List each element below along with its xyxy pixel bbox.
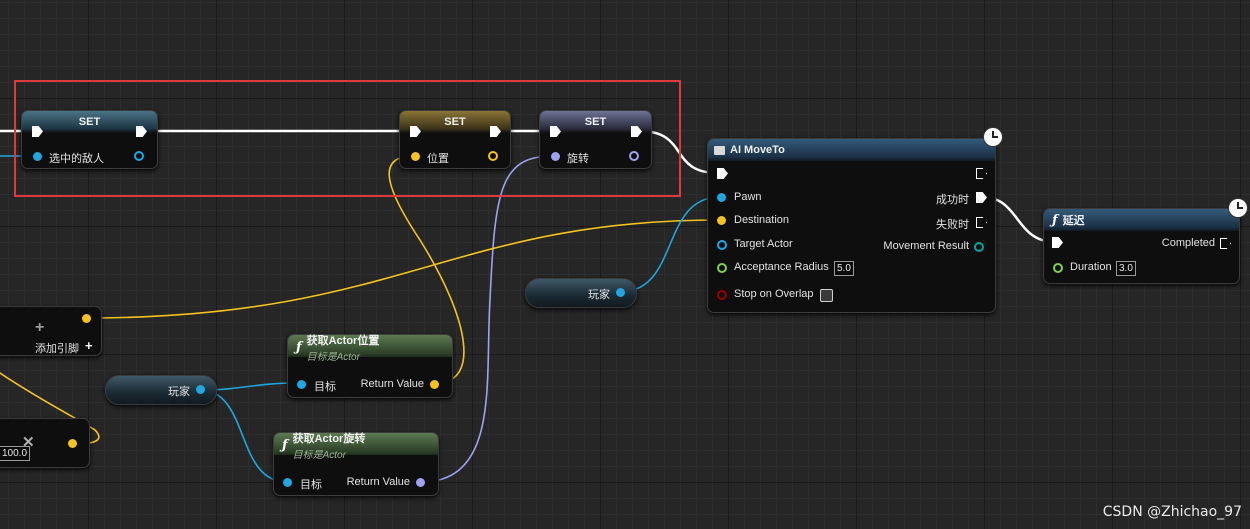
exec-in-pin[interactable]	[1052, 237, 1063, 248]
vector-input-pin[interactable]	[411, 152, 420, 161]
rotator-input-pin[interactable]	[551, 152, 560, 161]
pawn-pin[interactable]	[717, 193, 726, 202]
plus-icon: +	[35, 319, 45, 336]
exec-out-pin[interactable]	[631, 126, 642, 137]
get-actor-rotation-node[interactable]: ƒ 获取Actor旋转 目标是Actor 目标 Return Value	[273, 432, 439, 496]
get-rotation-subtitle: 目标是Actor	[292, 450, 346, 461]
object-input-pin[interactable]	[33, 152, 42, 161]
object-output-pin[interactable]	[134, 151, 144, 161]
acceptance-radius-pin[interactable]	[717, 263, 727, 273]
stop-on-overlap-label: Stop on Overlap	[734, 288, 814, 300]
pawn-label: Pawn	[734, 191, 762, 203]
latent-clock-icon	[984, 128, 1002, 146]
player-variable-node[interactable]: 玩家	[525, 278, 637, 308]
player-output-pin[interactable]	[196, 385, 205, 394]
acceptance-radius-input[interactable]: 5.0	[834, 261, 854, 276]
on-fail-exec-pin[interactable]	[976, 217, 987, 228]
get-actor-location-node[interactable]: ƒ 获取Actor位置 目标是Actor 目标 Return Value	[287, 334, 453, 398]
vector-output-pin[interactable]	[82, 314, 91, 323]
return-value-pin[interactable]	[430, 380, 439, 389]
rotator-output-pin[interactable]	[629, 151, 639, 161]
set-node-title: SET	[540, 111, 651, 133]
exec-in-pin[interactable]	[32, 126, 43, 137]
set-node-rotation[interactable]: SET 旋转	[539, 110, 652, 169]
set-pin-label: 位置	[427, 153, 449, 165]
get-location-title: 获取Actor位置	[306, 335, 380, 347]
return-value-pin[interactable]	[416, 478, 425, 487]
player-variable-label: 玩家	[168, 386, 190, 398]
selection-box	[14, 80, 681, 197]
completed-exec-pin[interactable]	[1220, 238, 1231, 249]
vector-wire-location	[388, 155, 465, 384]
target-label: 目标	[314, 381, 336, 393]
player-variable-label: 玩家	[588, 289, 610, 301]
vector-wire-left	[0, 372, 100, 445]
ai-moveto-node[interactable]: AI MoveTo Pawn Destination Target Actor …	[707, 138, 996, 313]
target-actor-pin[interactable]	[717, 240, 727, 250]
function-icon: ƒ	[1052, 212, 1058, 228]
object-wire-pawn	[619, 196, 721, 293]
ai-moveto-header: AI MoveTo	[708, 139, 995, 161]
set-node-title: SET	[22, 111, 157, 133]
exec-out-pin[interactable]	[490, 126, 501, 137]
exec-out-pin[interactable]	[136, 126, 147, 137]
latent-clock-icon	[1229, 199, 1247, 217]
set-node-selected-enemy[interactable]: SET 选中的敌人	[21, 110, 158, 169]
on-fail-label: 失败时	[936, 219, 969, 231]
vector-output-pin[interactable]	[68, 439, 77, 448]
vector-wire-destination	[85, 219, 721, 319]
destination-label: Destination	[734, 214, 790, 226]
set-pin-label: 旋转	[567, 153, 589, 165]
delay-title: 延迟	[1062, 215, 1085, 227]
target-input-pin[interactable]	[297, 380, 306, 389]
duration-input[interactable]: 3.0	[1116, 261, 1136, 276]
stop-on-overlap-pin[interactable]	[717, 290, 727, 300]
set-node-position[interactable]: SET 位置	[399, 110, 511, 169]
function-icon: ƒ	[296, 340, 302, 355]
movement-result-pin[interactable]	[974, 242, 984, 252]
target-input-pin[interactable]	[283, 478, 292, 487]
vector-output-pin[interactable]	[488, 151, 498, 161]
add-pin-label[interactable]: 添加引脚	[35, 343, 79, 355]
exec-in-pin[interactable]	[717, 168, 728, 179]
duration-label: Duration	[1070, 261, 1112, 273]
exec-in-pin[interactable]	[550, 126, 561, 137]
player-variable-node[interactable]: 玩家	[105, 375, 217, 405]
multiply-node-partial[interactable]: ✕ 100.0	[0, 418, 90, 468]
duration-pin[interactable]	[1053, 263, 1063, 273]
get-rotation-header: ƒ 获取Actor旋转 目标是Actor	[274, 433, 438, 461]
stop-on-overlap-checkbox[interactable]	[820, 289, 833, 302]
watermark: CSDN @Zhichao_97	[1102, 504, 1242, 520]
get-location-header: ƒ 获取Actor位置 目标是Actor	[288, 335, 452, 363]
exec-in-pin[interactable]	[410, 126, 421, 137]
on-success-label: 成功时	[936, 194, 969, 206]
player-output-pin[interactable]	[616, 288, 625, 297]
set-pin-label: 选中的敌人	[49, 153, 104, 165]
add-pin-plus-icon[interactable]: +	[85, 338, 93, 353]
acceptance-radius-label: Acceptance Radius	[734, 261, 829, 273]
get-location-subtitle: 目标是Actor	[306, 352, 360, 363]
delay-header: ƒ 延迟	[1044, 209, 1239, 231]
return-value-label: Return Value	[346, 476, 410, 488]
function-icon: ƒ	[282, 438, 288, 453]
exec-wire-set3-moveto	[637, 129, 720, 175]
exec-out-pin[interactable]	[976, 168, 987, 179]
completed-label: Completed	[1161, 237, 1215, 249]
ai-moveto-title: AI MoveTo	[730, 144, 785, 156]
movement-result-label: Movement Result	[883, 240, 969, 252]
get-rotation-title: 获取Actor旋转	[292, 433, 366, 445]
set-node-title: SET	[400, 111, 510, 133]
rotator-wire-rotation	[420, 155, 554, 483]
make-vector-node-partial[interactable]: + 添加引脚 +	[0, 306, 102, 356]
delay-node[interactable]: ƒ 延迟 Completed Duration 3.0	[1043, 208, 1240, 284]
target-actor-label: Target Actor	[734, 238, 793, 250]
on-success-exec-pin[interactable]	[976, 192, 987, 203]
target-label: 目标	[300, 479, 322, 491]
multiply-value-input[interactable]: 100.0	[0, 446, 31, 461]
return-value-label: Return Value	[360, 378, 424, 390]
destination-pin[interactable]	[717, 216, 726, 225]
task-icon	[714, 145, 725, 155]
